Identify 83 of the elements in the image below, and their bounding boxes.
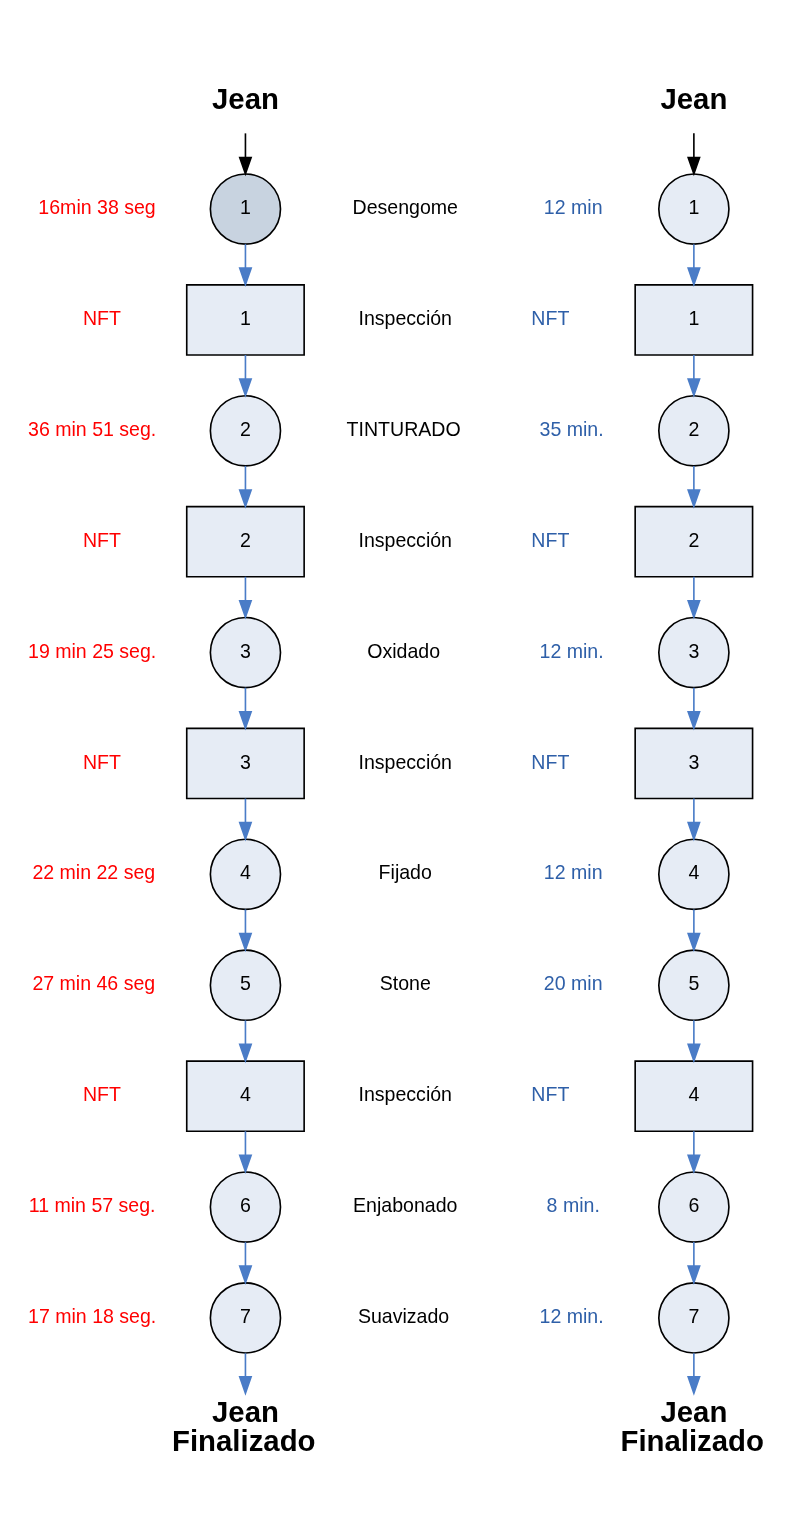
node-text: Jean Finalizado — [172, 1394, 316, 1457]
arrow — [687, 132, 701, 176]
label: Enjabonado — [353, 1193, 458, 1216]
node-label: NFT — [82, 750, 121, 773]
label: Inspección — [358, 306, 452, 329]
node-circle: 1 — [209, 172, 282, 245]
arrow — [687, 1129, 701, 1174]
label: Oxidado — [367, 639, 441, 662]
node-label: 19 min 25 seg. — [28, 639, 157, 662]
node-label: NFT — [531, 306, 570, 329]
node-circle: 3 — [658, 616, 730, 688]
arrow — [238, 353, 253, 398]
node-text: Jean — [212, 81, 279, 115]
label: Desengome — [352, 195, 458, 218]
node-box: 3 — [185, 727, 305, 799]
node-label: 12 min. — [539, 1304, 604, 1327]
node-box: 3 — [634, 727, 754, 799]
node-label: 20 min — [543, 971, 603, 994]
node-text: Jean Finalizado — [620, 1394, 764, 1457]
node-label: NFT — [82, 306, 121, 329]
arrow — [238, 132, 253, 176]
node-label: 12 min. — [539, 639, 604, 662]
node-label: 16min 38 seg — [38, 195, 156, 218]
label: Stone — [379, 971, 431, 994]
arrow — [238, 464, 253, 509]
arrow — [238, 1129, 253, 1174]
node-circle: 5 — [209, 948, 282, 1021]
node-label: NFT — [531, 750, 570, 773]
node-label: 27 min 46 seg — [32, 971, 156, 994]
node-text: Jean — [660, 81, 728, 115]
arrow — [238, 242, 253, 287]
node-label: NFT — [531, 1082, 570, 1105]
arrow — [238, 686, 253, 730]
label: Inspección — [358, 528, 452, 551]
node-circle: 1 — [658, 172, 730, 245]
node-circle: 7 — [209, 1281, 282, 1354]
arrow — [238, 1019, 253, 1063]
node-box: 1 — [185, 283, 305, 356]
arrow — [238, 908, 253, 952]
node-label: 12 min — [543, 860, 603, 883]
node-label: 8 min. — [546, 1193, 600, 1216]
node-label: 35 min. — [539, 417, 604, 440]
arrow — [238, 797, 253, 841]
node-circle: 4 — [209, 838, 282, 910]
node-label: 11 min 57 seg. — [28, 1193, 156, 1216]
arrow — [238, 575, 253, 620]
label: Inspección — [358, 1082, 452, 1105]
label: Fijado — [378, 860, 432, 883]
arrow — [687, 1240, 701, 1285]
arrow — [687, 464, 701, 509]
node-circle: 2 — [209, 394, 282, 467]
arrow — [687, 575, 701, 620]
label: Inspección — [358, 750, 452, 773]
node-label: 22 min 22 seg — [32, 860, 156, 883]
node-circle: 4 — [658, 838, 730, 910]
arrow — [687, 797, 701, 841]
node-label: 12 min — [543, 195, 603, 218]
node-box: 2 — [185, 505, 305, 578]
node-label: 36 min 51 seg. — [28, 417, 157, 440]
node-label: NFT — [82, 528, 121, 551]
node-label: NFT — [531, 528, 570, 551]
node-circle: 3 — [209, 616, 282, 688]
arrow — [687, 686, 701, 730]
node-circle: 5 — [658, 948, 730, 1021]
node-label: 17 min 18 seg. — [28, 1304, 157, 1327]
node-circle: 7 — [658, 1281, 730, 1354]
node-box: 2 — [634, 505, 754, 578]
label: TINTURADO — [346, 417, 461, 440]
arrow — [687, 242, 701, 287]
arrow — [238, 1351, 253, 1396]
arrow — [687, 353, 701, 398]
arrow — [238, 1240, 253, 1285]
arrow — [687, 1019, 701, 1063]
node-circle: 6 — [658, 1170, 730, 1243]
node-box: 4 — [634, 1059, 754, 1132]
node-box: 1 — [634, 283, 754, 356]
node-box: 4 — [185, 1059, 305, 1132]
node-circle: 2 — [658, 394, 730, 467]
arrow — [687, 1351, 701, 1396]
node-label: NFT — [82, 1082, 121, 1105]
node-circle: 6 — [209, 1170, 282, 1243]
label: Suavizado — [357, 1304, 450, 1327]
arrow — [687, 908, 701, 952]
